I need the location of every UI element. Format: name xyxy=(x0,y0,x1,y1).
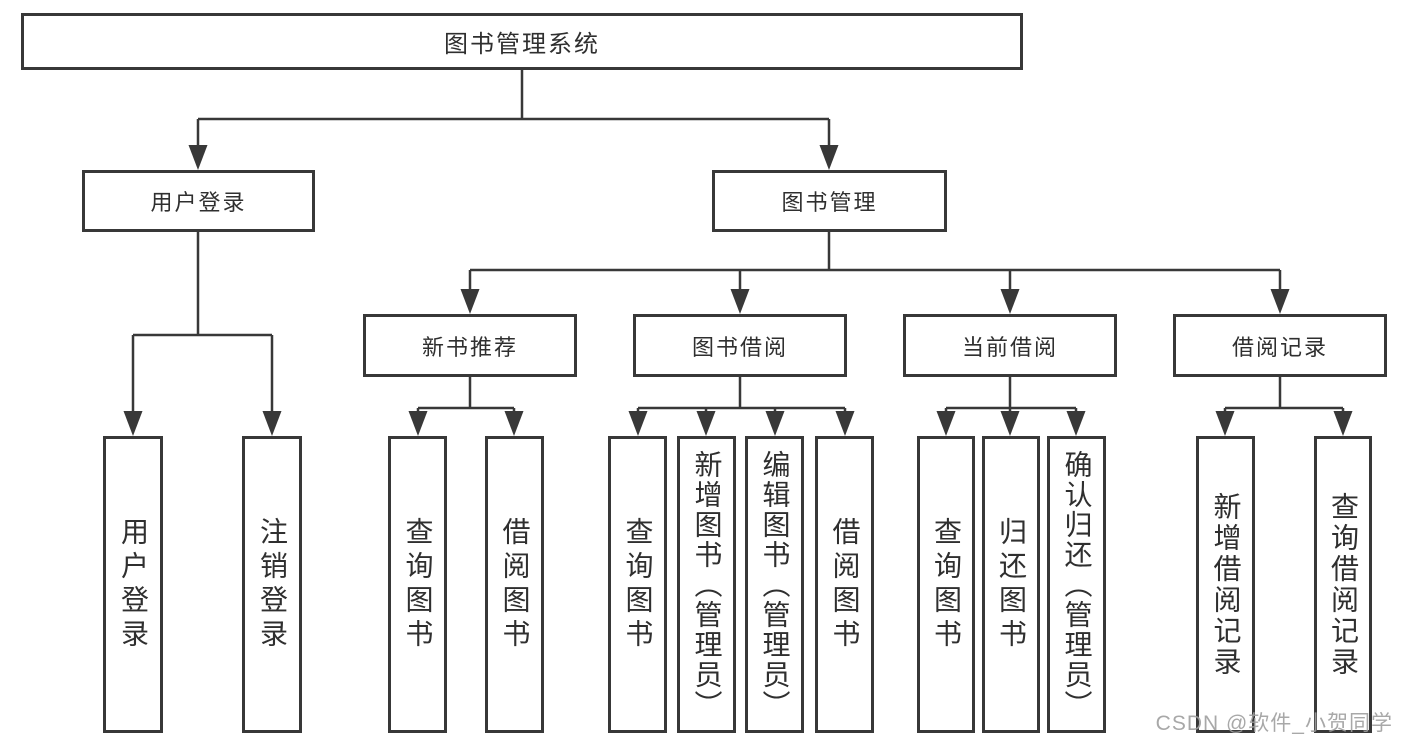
node-label: 当前借阅 xyxy=(961,334,1058,360)
connector-current-borrow-branch xyxy=(936,377,1086,436)
leaf-label: 确认归还（管理员） xyxy=(1061,449,1093,720)
connector-new-book-recommend-branch xyxy=(408,377,524,436)
down-arrowhead-icon xyxy=(936,411,956,436)
leaf-label: 注销登录 xyxy=(257,516,288,653)
node-borrow-record: 借阅记录 xyxy=(1173,314,1387,377)
leaf-user-login: 用户登录 xyxy=(103,436,163,733)
down-arrowhead-icon xyxy=(765,411,785,436)
leaf-current-confirm-return-admin: 确认归还（管理员） xyxy=(1047,436,1106,733)
node-new-book-recommend: 新书推荐 xyxy=(363,314,577,377)
leaf-label: 新增借阅记录 xyxy=(1210,491,1242,678)
down-arrowhead-icon xyxy=(1000,411,1020,436)
down-arrowhead-icon xyxy=(408,411,428,436)
leaf-label: 查询图书 xyxy=(931,516,962,653)
connector-book-borrow-branch xyxy=(628,377,855,436)
down-arrowhead-icon xyxy=(460,289,480,314)
leaf-label: 用户登录 xyxy=(118,516,149,653)
leaf-record-add-borrow-record: 新增借阅记录 xyxy=(1196,436,1255,733)
leaf-borrow-add-book-admin: 新增图书（管理员） xyxy=(677,436,736,733)
down-arrowhead-icon xyxy=(628,411,648,436)
down-arrowhead-icon xyxy=(123,411,143,436)
node-label: 借阅记录 xyxy=(1231,334,1328,360)
leaf-label: 新增图书（管理员） xyxy=(691,449,723,720)
leaf-label: 编辑图书（管理员） xyxy=(759,449,791,720)
leaf-record-query-borrow-record: 查询借阅记录 xyxy=(1314,436,1372,733)
down-arrowhead-icon xyxy=(188,145,208,170)
down-arrowhead-icon xyxy=(1066,411,1086,436)
down-arrowhead-icon xyxy=(1333,411,1353,436)
leaf-label: 借阅图书 xyxy=(499,516,531,653)
down-arrowhead-icon xyxy=(819,145,839,170)
connector-line xyxy=(131,232,274,414)
leaf-label: 查询图书 xyxy=(402,516,434,653)
node-label: 图书管理 xyxy=(781,190,878,215)
leaf-borrow-query-book: 查询图书 xyxy=(608,436,667,733)
connector-line xyxy=(468,232,1282,292)
leaf-label: 查询图书 xyxy=(622,516,654,653)
down-arrowhead-icon xyxy=(1000,289,1020,314)
down-arrowhead-icon xyxy=(696,411,716,436)
leaf-label: 归还图书 xyxy=(996,516,1027,653)
leaf-label: 查询借阅记录 xyxy=(1328,491,1359,678)
down-arrowhead-icon xyxy=(835,411,855,436)
node-label: 用户登录 xyxy=(150,190,247,215)
node-root: 图书管理系统 xyxy=(21,13,1023,70)
leaf-borrow-edit-book-admin: 编辑图书（管理员） xyxy=(745,436,804,733)
node-label: 新书推荐 xyxy=(421,334,518,360)
down-arrowhead-icon xyxy=(1215,411,1235,436)
down-arrowhead-icon xyxy=(1270,289,1290,314)
watermark: CSDN @软件_小贺同学 xyxy=(1155,712,1393,735)
connector-borrow-record-branch xyxy=(1215,377,1353,436)
node-user-login: 用户登录 xyxy=(82,170,315,232)
connector-line xyxy=(944,377,1078,414)
connector-line xyxy=(1223,377,1345,414)
connector-line xyxy=(636,377,847,414)
node-root-label: 图书管理系统 xyxy=(444,31,600,58)
connector-book-management-branch xyxy=(460,232,1290,314)
leaf-borrow-borrow-book: 借阅图书 xyxy=(815,436,874,733)
connector-user-login-branch xyxy=(123,232,282,436)
leaf-recommend-borrow-book: 借阅图书 xyxy=(485,436,544,733)
leaf-recommend-query-book: 查询图书 xyxy=(388,436,447,733)
node-book-borrow: 图书借阅 xyxy=(633,314,847,377)
connector-root-to-level2 xyxy=(188,70,839,170)
node-current-borrow: 当前借阅 xyxy=(903,314,1117,377)
down-arrowhead-icon xyxy=(504,411,524,436)
connector-line xyxy=(196,70,831,150)
leaf-current-query-book: 查询图书 xyxy=(917,436,975,733)
leaf-current-return-book: 归还图书 xyxy=(982,436,1040,733)
down-arrowhead-icon xyxy=(262,411,282,436)
connector-line xyxy=(416,377,516,414)
down-arrowhead-icon xyxy=(730,289,750,314)
leaf-label: 借阅图书 xyxy=(829,516,861,653)
node-label: 图书借阅 xyxy=(691,334,788,360)
leaf-logout: 注销登录 xyxy=(242,436,302,733)
node-book-management: 图书管理 xyxy=(712,170,947,232)
